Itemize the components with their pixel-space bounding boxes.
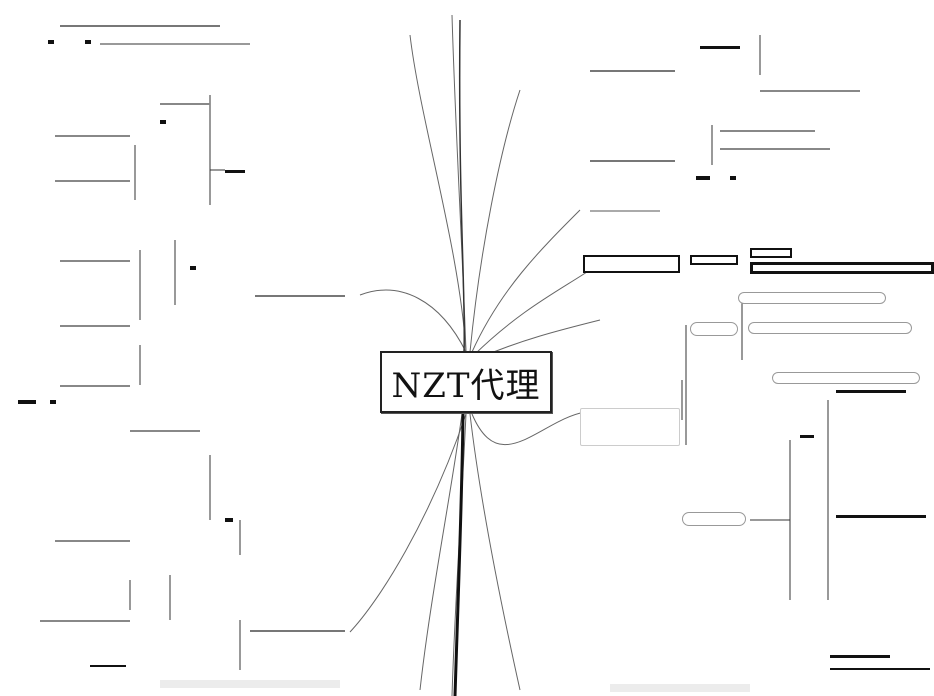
pill-node-6[interactable] <box>580 408 680 446</box>
node-marker <box>18 400 36 404</box>
node-marker <box>48 40 54 44</box>
highlight-box-2[interactable] <box>690 255 738 265</box>
node-marker <box>225 170 245 173</box>
node-marker <box>50 400 56 404</box>
pill-node-5[interactable] <box>682 512 746 526</box>
main-trunk <box>453 413 465 696</box>
left-connectors <box>129 95 241 670</box>
node-marker <box>836 515 926 518</box>
pill-node-1[interactable] <box>738 292 886 304</box>
main-trunk-upper <box>458 19 466 353</box>
central-topic[interactable]: NZT代理 <box>380 351 552 413</box>
node-marker <box>830 655 890 658</box>
node-marker <box>90 665 126 667</box>
node-marker <box>700 46 740 49</box>
node-marker <box>160 120 166 124</box>
node-marker <box>696 176 710 180</box>
highlight-box-1[interactable] <box>583 255 680 273</box>
right-connectors <box>681 35 829 600</box>
pill-node-3[interactable] <box>690 322 738 336</box>
highlight-bar <box>750 262 934 274</box>
node-marker <box>730 176 736 180</box>
pill-node-4[interactable] <box>772 372 920 384</box>
node-marker <box>85 40 91 44</box>
node-marker <box>190 266 196 270</box>
node-marker <box>830 668 930 670</box>
node-marker <box>836 390 906 393</box>
highlight-box-3[interactable] <box>750 248 792 258</box>
node-marker <box>800 435 814 438</box>
node-marker <box>225 518 233 522</box>
pill-node-2[interactable] <box>748 322 912 334</box>
